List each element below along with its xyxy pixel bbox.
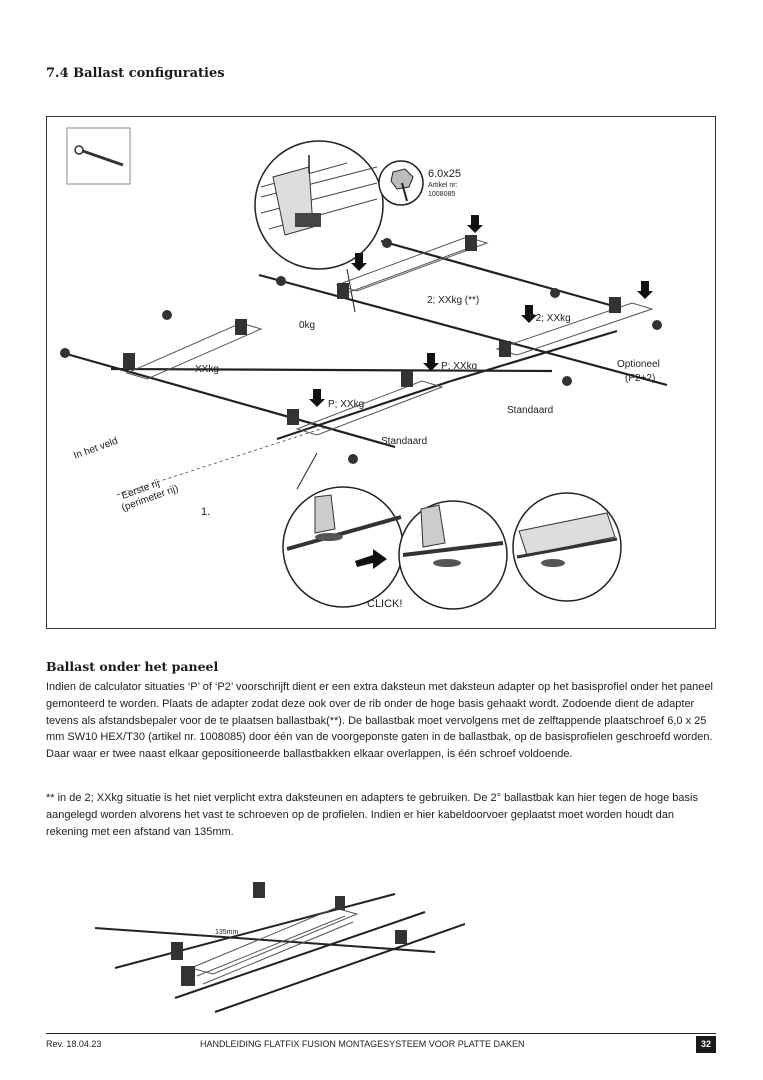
- ballast-subtitle: Ballast onder het paneel: [46, 659, 219, 674]
- label-in-het-veld: In het veld: [72, 436, 119, 462]
- click-label: CLICK!: [367, 598, 402, 610]
- roof-supports: [60, 235, 662, 464]
- ballast-diagram: 6.0x25 Artikel nr: 1008085: [60, 127, 668, 610]
- label-standaard-right: Standaard: [507, 405, 553, 416]
- mounting-rails: [62, 239, 668, 449]
- ballast-configuration-figure: 6.0x25 Artikel nr: 1008085: [46, 116, 716, 629]
- dimension-135mm: 135mm: [215, 929, 239, 936]
- step-1-label: 1.: [201, 506, 210, 518]
- label-standaard-left: Standaard: [381, 436, 427, 447]
- footer-revision: Rev. 18.04.23: [46, 1039, 102, 1049]
- screw-article-label: Artikel nr:: [428, 182, 458, 189]
- ballast-paragraph-1: Indien de calculator situaties ‘P’ of ‘P…: [46, 681, 713, 761]
- ballast-paragraph-2: ** in de 2; XXkg situatie is het niet ve…: [46, 792, 698, 838]
- label-optioneel: Optioneel: [617, 359, 660, 370]
- detail-step-2: 2.: [398, 500, 508, 610]
- screw-article-number: 1008085: [428, 191, 455, 198]
- spacing-diagram: 135mm: [95, 882, 465, 1013]
- detail-circle-top: [254, 140, 384, 313]
- label-p-xxkg-right: P; XXkg: [441, 361, 477, 372]
- screw-icon: [378, 160, 424, 206]
- detail-step-3: [512, 492, 622, 602]
- screw-size-label: 6.0x25: [428, 168, 461, 180]
- label-xxkg: XXkg: [195, 364, 219, 375]
- page-number: 32: [696, 1036, 716, 1053]
- footer-manual-title: HANDLEIDING FLATFIX FUSION MONTAGESYSTEE…: [200, 1039, 525, 1049]
- detail-step-1: [282, 452, 404, 608]
- label-p2-plus-2: (P2+2): [625, 373, 655, 384]
- footer-divider: [46, 1033, 716, 1034]
- label-two-xxkg: 2; XXkg (**): [427, 295, 479, 306]
- label-zero-kg: 0kg: [299, 320, 315, 331]
- wrench-thumbnail: [66, 127, 131, 185]
- placement-arrows: [309, 215, 653, 407]
- label-p2-xxkg: P2; XXkg: [529, 313, 571, 324]
- label-p-xxkg-left: P; XXkg: [328, 399, 364, 410]
- ballast-trays: [125, 236, 654, 436]
- section-title: 7.4 Ballast configuraties: [46, 66, 225, 81]
